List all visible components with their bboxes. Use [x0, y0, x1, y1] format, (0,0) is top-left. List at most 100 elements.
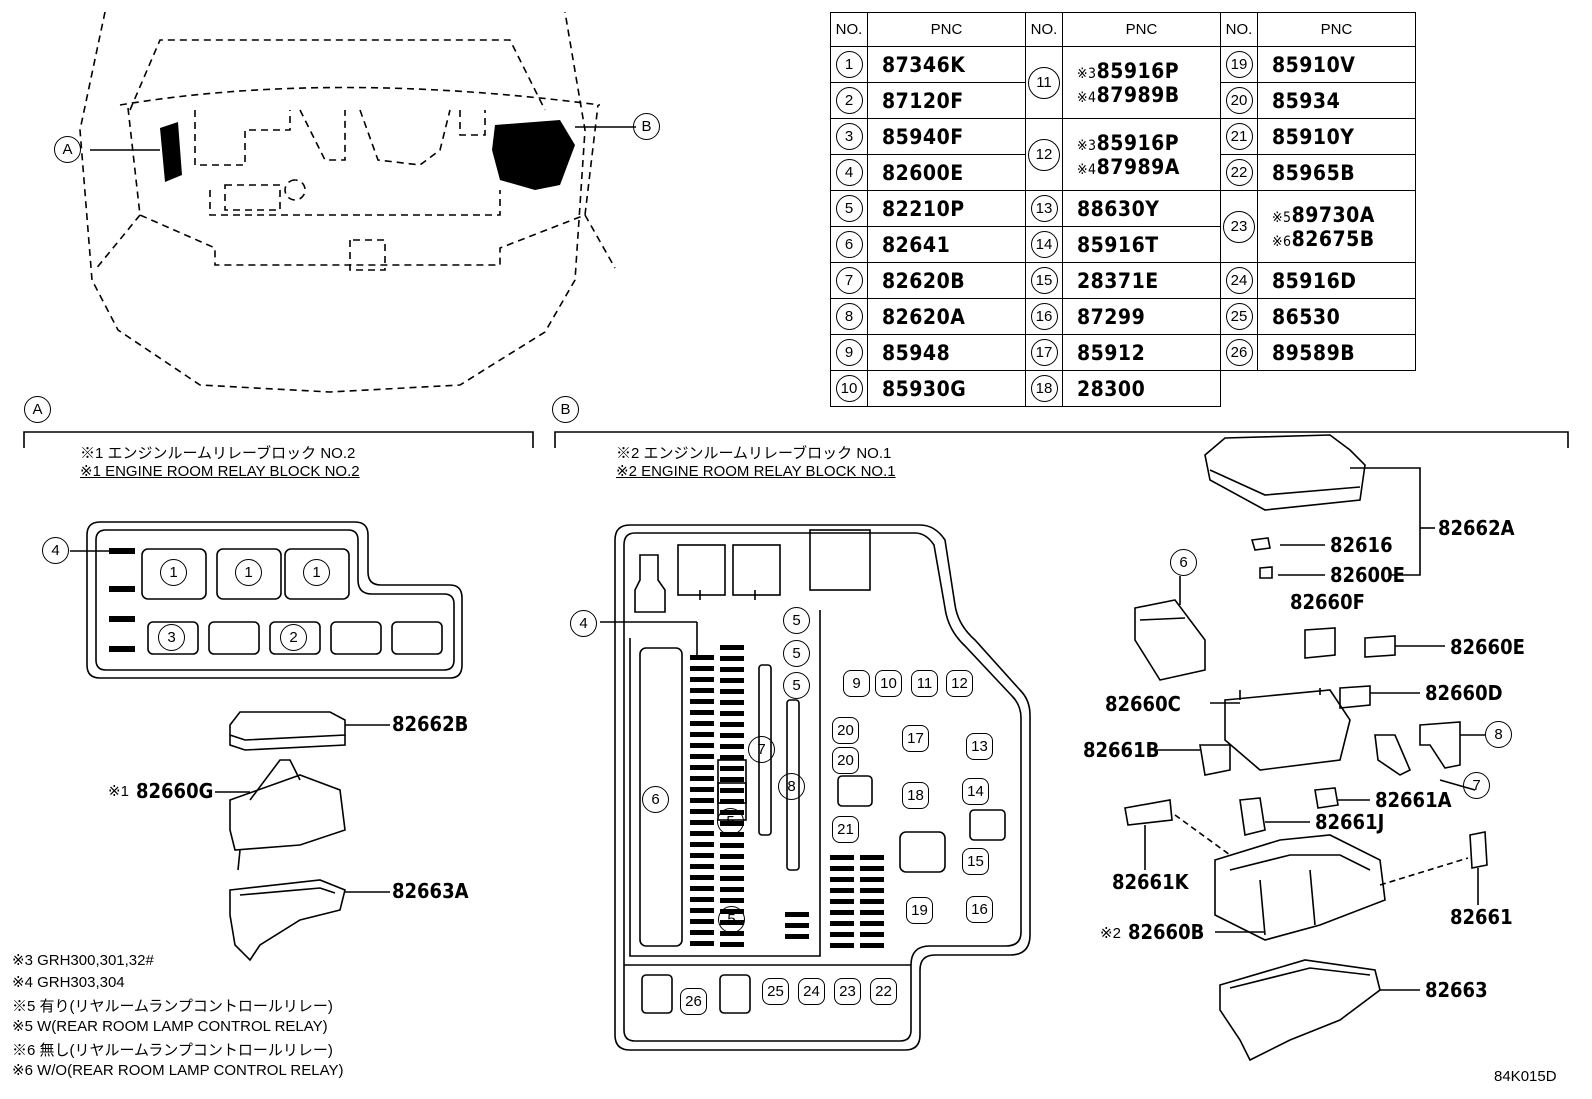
ref-number: 7	[835, 267, 863, 294]
part-number: 82600E	[867, 154, 1026, 191]
block-b-label: 23	[834, 978, 861, 1005]
fuse-bar	[720, 887, 744, 892]
fuse-bar	[690, 787, 714, 792]
block-82660c-drawing	[1124, 576, 1488, 905]
part-label-82660f: 82660F	[1290, 590, 1365, 614]
block-b-label: 6	[642, 786, 669, 813]
part-number: 86530	[1257, 298, 1416, 335]
fuse-bar	[690, 930, 714, 935]
block-b-label: 21	[832, 816, 859, 843]
callout-7: 7	[1463, 772, 1490, 799]
fuse-bar	[690, 732, 714, 737]
block-b-label: 9	[843, 670, 870, 697]
fuse-bar	[720, 656, 744, 661]
part-number: 85948	[867, 334, 1026, 371]
ref-number: 14	[1030, 231, 1058, 258]
fuse-bar	[690, 809, 714, 814]
fuse-bar	[690, 754, 714, 759]
fuse-bar	[830, 877, 854, 882]
fuse-bar	[690, 864, 714, 869]
fuse-bar	[690, 897, 714, 902]
block-a-label: 1	[235, 559, 262, 586]
part-label-82661: 82661	[1450, 905, 1513, 929]
footnote: ※5 有り(リヤルームランプコントロールリレー)	[12, 998, 333, 1015]
marker-a: A	[54, 136, 81, 163]
col-header-no: NO.	[1025, 12, 1063, 47]
ref-number: 26	[1225, 339, 1253, 366]
relay-block-location-a	[160, 122, 182, 182]
part-number: 82620B	[867, 262, 1026, 299]
fuse-bar	[690, 853, 714, 858]
block-b-label: 22	[870, 978, 897, 1005]
ref-number: 11	[1028, 66, 1060, 99]
ref-number: 17	[1030, 339, 1058, 366]
ref-number: 3	[835, 123, 863, 150]
fuse-bar	[830, 943, 854, 948]
fuse-bar	[720, 777, 744, 782]
ref-number: 25	[1225, 303, 1253, 330]
fuse-bar	[830, 899, 854, 904]
lower-82663a-drawing	[229, 879, 390, 962]
part-number: ※589730A※682675B	[1257, 190, 1416, 263]
fuse-bar	[690, 765, 714, 770]
col-header-pnc: PNC	[1257, 12, 1416, 47]
ref-number: 23	[1223, 210, 1255, 243]
part-label-82661b: 82661B	[1083, 738, 1160, 762]
vehicle-overview	[79, 11, 616, 393]
part-number: 87346K	[867, 46, 1026, 83]
fuse-bar	[720, 843, 744, 848]
part-number: ※385916P※487989A	[1062, 118, 1221, 191]
part-label-82662a: 82662A	[1438, 516, 1515, 540]
block-b-label: 10	[875, 670, 902, 697]
block-b-label: 13	[966, 733, 993, 760]
col-header-no: NO.	[1220, 12, 1258, 47]
block-b-label: 17	[902, 725, 929, 752]
part-number: 85910V	[1257, 46, 1416, 83]
part-number: 85912	[1062, 334, 1221, 371]
block-a-label: 3	[158, 624, 185, 651]
part-number: 85965B	[1257, 154, 1416, 191]
part-label-82663: 82663	[1425, 978, 1488, 1002]
fuse-bar	[720, 788, 744, 793]
part-number: 87120F	[867, 82, 1026, 119]
part-number: 88630Y	[1062, 190, 1221, 227]
fuse-bar	[720, 942, 744, 947]
part-number: 85934	[1257, 82, 1416, 119]
part-number: 87299	[1062, 298, 1221, 335]
ref-number: 9	[835, 339, 863, 366]
relay-block-location-b	[492, 120, 575, 190]
ref-number: 12	[1028, 138, 1060, 171]
marker-b: B	[633, 113, 660, 140]
fuse-bar	[830, 910, 854, 915]
part-label-82660c: 82660C	[1105, 692, 1181, 716]
fuse-bar	[720, 667, 744, 672]
part-number: 28371E	[1062, 262, 1221, 299]
ref-number: 24	[1225, 267, 1253, 294]
ref-number: 22	[1225, 159, 1253, 186]
note-mark: ※3	[1077, 137, 1097, 154]
note-mark: ※6	[1272, 233, 1292, 250]
block-b-label: 20	[832, 717, 859, 744]
part-label-82660e: 82660E	[1450, 635, 1525, 659]
fuse-bar	[690, 655, 714, 660]
ref-number: 10	[835, 375, 863, 402]
section-a-title-jp: ※1 エンジンルームリレーブロック NO.2	[80, 445, 356, 462]
note-mark: ※4	[1077, 161, 1097, 178]
footnote: ※3 GRH300,301,32#	[12, 952, 154, 969]
fuse-bar	[720, 744, 744, 749]
relay-block-a-outline	[86, 521, 463, 679]
ref-number: 8	[835, 303, 863, 330]
part-label-82661j: 82661J	[1315, 810, 1385, 834]
cover-82662a-drawing	[1204, 434, 1435, 579]
fuse-bar	[785, 923, 809, 928]
fuse-bar	[860, 899, 884, 904]
block-b-label: 11	[911, 670, 938, 697]
ref-number: 18	[1030, 375, 1058, 402]
fuse-bar	[690, 875, 714, 880]
fuse-bar	[720, 678, 744, 683]
fuse-bar	[830, 921, 854, 926]
footnote: ※6 無し(リヤルームランプコントロールリレー)	[12, 1042, 333, 1059]
ref-number: 5	[835, 195, 863, 222]
fuse-bar	[690, 831, 714, 836]
block-b-label: 26	[680, 988, 707, 1015]
